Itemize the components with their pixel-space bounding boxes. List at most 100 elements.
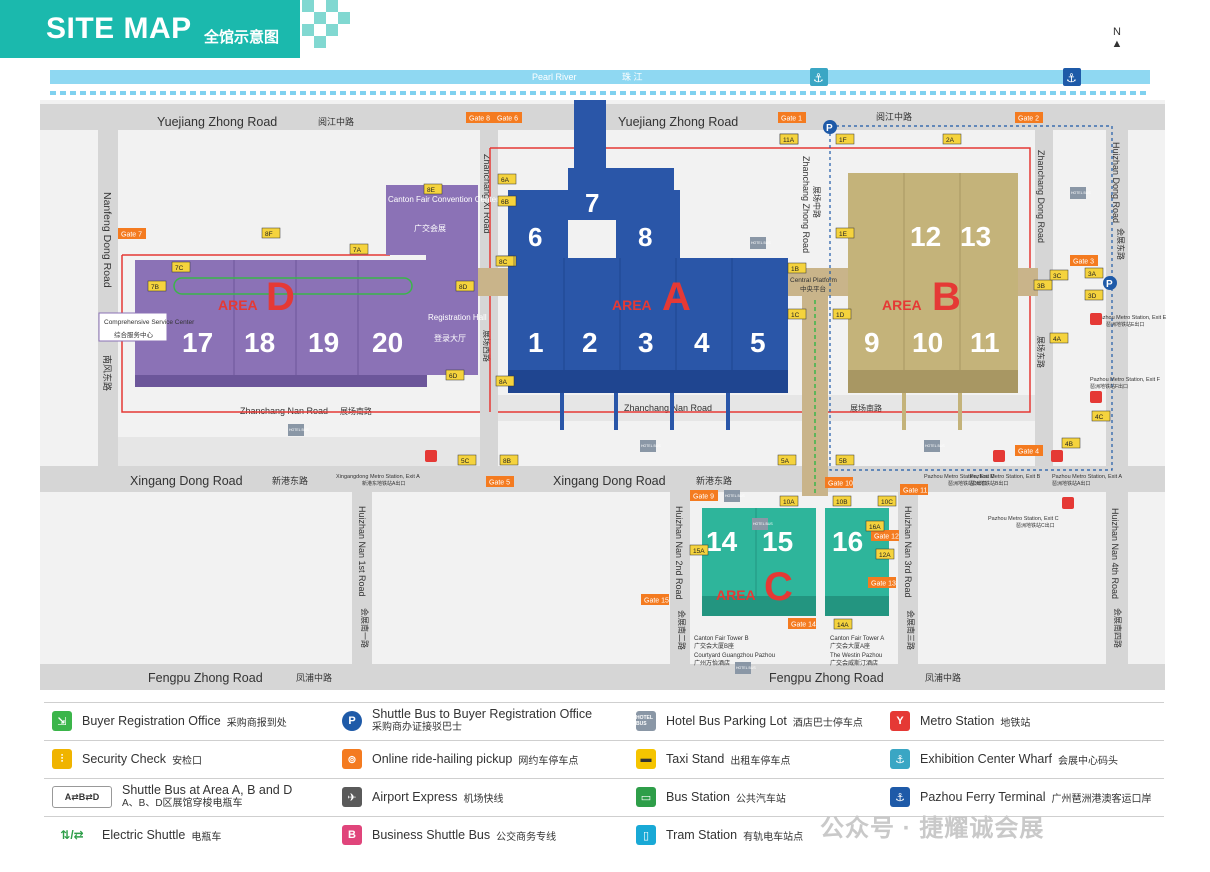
gate-markers: Gate 1 Gate 2 Gate 3 Gate 4 Gate 5 Gate 6 Gate…: [118, 112, 1098, 629]
gate-5[interactable]: Gate 5: [486, 476, 514, 487]
gate-15[interactable]: Gate 15: [641, 594, 669, 605]
pearl-river: [50, 70, 1150, 84]
road-label: Nanfeng Dong Road: [101, 192, 113, 288]
gate-3[interactable]: Gate 3: [1070, 255, 1098, 266]
security-check-10b[interactable]: 10B: [832, 495, 852, 507]
hall-19[interactable]: 19: [308, 327, 339, 358]
hall-2[interactable]: 2: [582, 327, 598, 358]
area-d-label: AREA: [218, 297, 258, 313]
hall-8[interactable]: 8: [638, 222, 652, 252]
hall-4[interactable]: 4: [694, 327, 710, 358]
security-check-3a[interactable]: 3A: [1084, 267, 1104, 279]
security-check-1e[interactable]: 1E: [835, 227, 855, 239]
shuttle-p-icon[interactable]: [1103, 276, 1117, 290]
wharf-icon[interactable]: [810, 68, 828, 86]
hall-8-block: [616, 190, 680, 260]
gate-2[interactable]: Gate 2: [1015, 112, 1043, 123]
security-check-16a[interactable]: 16A: [865, 520, 885, 532]
svg-text:Gate 8: Gate 8: [469, 116, 490, 123]
hall-14[interactable]: 14: [706, 526, 738, 557]
hall-9[interactable]: 9: [864, 327, 880, 358]
shuttle-p-icon[interactable]: [823, 120, 837, 134]
security-check-1f[interactable]: 1F: [835, 133, 855, 145]
security-check-8c[interactable]: 8C: [495, 255, 515, 267]
svg-text:6B: 6B: [501, 199, 509, 206]
security-check-5a[interactable]: 5A: [777, 454, 797, 466]
security-check-1c[interactable]: 1C: [787, 308, 807, 320]
courtyard-label: Courtyard Guangzhou Pazhou: [694, 653, 775, 659]
hall-1[interactable]: 1: [528, 327, 544, 358]
gate-13[interactable]: Gate 13: [868, 577, 896, 588]
hall-17[interactable]: 17: [182, 327, 213, 358]
security-check-8a[interactable]: 8A: [495, 375, 515, 387]
hall-18[interactable]: 18: [244, 327, 275, 358]
hall-15[interactable]: 15: [762, 526, 793, 557]
security-check-7c[interactable]: 7C: [171, 261, 191, 273]
hall-20[interactable]: 20: [372, 327, 403, 358]
security-check-6b[interactable]: 6B: [497, 195, 517, 207]
hall-10[interactable]: 10: [912, 327, 943, 358]
security-check-14a[interactable]: 14A: [833, 618, 853, 630]
security-check-5b[interactable]: 5B: [835, 454, 855, 466]
gate-6[interactable]: Gate 6: [494, 112, 522, 123]
hall-5[interactable]: 5: [750, 327, 766, 358]
security-check-10a[interactable]: 10A: [779, 495, 799, 507]
security-check-1d[interactable]: 1D: [832, 308, 852, 320]
security-check-7a[interactable]: 7A: [349, 243, 369, 255]
hall-11[interactable]: 11: [970, 327, 1000, 358]
header-banner: SITE MAP 全馆示意图: [0, 0, 300, 58]
road-label-cn: 会展东路: [1116, 228, 1126, 260]
gate-12[interactable]: Gate 12: [871, 530, 899, 541]
hall-3[interactable]: 3: [638, 327, 654, 358]
hall-7-tower: [574, 100, 606, 170]
security-check-4a[interactable]: 4A: [1049, 332, 1069, 344]
gate-7[interactable]: Gate 7: [118, 228, 146, 239]
security-check-11a[interactable]: 11A: [779, 133, 799, 145]
gate-14[interactable]: Gate 14: [788, 618, 816, 629]
gate-11[interactable]: Gate 11: [900, 484, 928, 495]
svg-text:3A: 3A: [1088, 271, 1097, 278]
security-check-3b[interactable]: 3B: [1033, 279, 1053, 291]
security-check-3d[interactable]: 3D: [1084, 289, 1104, 301]
security-check-4b[interactable]: 4B: [1061, 437, 1081, 449]
courtyard-label-cn: 广州万怡酒店: [694, 659, 730, 667]
gate-1[interactable]: Gate 1: [778, 112, 806, 123]
gate-4[interactable]: Gate 4: [1015, 445, 1043, 456]
security-check-8f[interactable]: 8F: [261, 227, 281, 239]
metro-label: Pazhou Metro Station, Exit C: [988, 516, 1059, 522]
hall-13[interactable]: 13: [960, 221, 991, 252]
svg-text:5C: 5C: [461, 458, 470, 465]
road-label: Xingang Dong Road: [553, 474, 666, 488]
security-check-1b[interactable]: 1B: [787, 262, 807, 274]
gate-9[interactable]: Gate 9: [690, 490, 718, 501]
gate-10[interactable]: Gate 10: [825, 477, 853, 488]
security-check-15a[interactable]: 15A: [689, 544, 709, 556]
security-check-10c[interactable]: 10C: [877, 495, 897, 507]
security-check-8b[interactable]: 8B: [499, 454, 519, 466]
svg-text:HOTEL BUS: HOTEL BUS: [925, 444, 945, 448]
page-title: SITE MAP: [46, 12, 192, 45]
hall-12[interactable]: 12: [910, 221, 941, 252]
security-check-12a[interactable]: 12A: [875, 548, 895, 560]
security-check-4c[interactable]: 4C: [1091, 410, 1111, 422]
security-check-8d[interactable]: 8D: [455, 280, 475, 292]
security-check-3c[interactable]: 3C: [1049, 269, 1069, 281]
road-label-cn: 新港东路: [272, 475, 308, 486]
zhanchang-dong-road: [1035, 130, 1053, 466]
hall-6[interactable]: 6: [528, 222, 542, 252]
security-check-6d[interactable]: 6D: [445, 369, 465, 381]
gate-8[interactable]: Gate 8: [466, 112, 494, 123]
hall-7[interactable]: 7: [585, 188, 599, 218]
hotel-bus-icon: [924, 440, 940, 452]
hall-16[interactable]: 16: [832, 526, 863, 557]
security-check-2a[interactable]: 2A: [942, 133, 962, 145]
security-check-5c[interactable]: 5C: [457, 454, 477, 466]
security-check-8e[interactable]: 8E: [423, 183, 443, 195]
convention-center-label: Canton Fair Convention Center: [388, 195, 499, 204]
road-label: Huizhan Dong Road: [1111, 142, 1121, 223]
svg-text:1E: 1E: [839, 231, 848, 238]
road-label-cn: 新港东路: [696, 475, 732, 486]
ferry-icon[interactable]: [1063, 68, 1081, 86]
security-check-7b[interactable]: 7B: [147, 280, 167, 292]
security-check-6a[interactable]: 6A: [497, 173, 517, 185]
